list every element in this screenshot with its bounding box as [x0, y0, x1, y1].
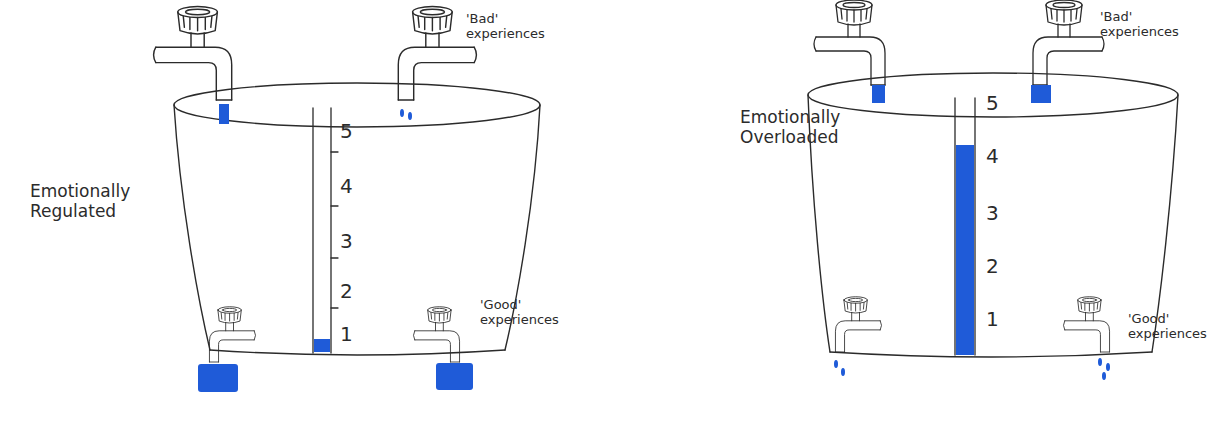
scale-number: 4	[340, 175, 364, 198]
tap-symbol	[413, 307, 459, 362]
flow-label: 'Good' experiences	[1128, 312, 1223, 342]
state-label: Emotionally Regulated	[30, 182, 148, 221]
tap-symbol	[154, 6, 232, 100]
tap-symbol	[209, 307, 255, 362]
scale-number: 2	[986, 255, 1010, 278]
scale-number: 2	[340, 280, 364, 303]
tap-symbol	[1063, 297, 1109, 352]
gauge-level	[314, 339, 330, 352]
flow-label: 'Good' experiences	[480, 298, 575, 328]
flow-label: 'Bad' experiences	[1100, 10, 1195, 40]
tap-symbol	[398, 6, 476, 100]
scale-number: 4	[986, 145, 1010, 168]
flow-label: 'Bad' experiences	[466, 12, 561, 42]
level-gauge	[313, 108, 338, 353]
scale-number: 3	[986, 202, 1010, 225]
water-flow	[834, 85, 1110, 380]
scale-number: 5	[986, 92, 1010, 115]
tap-symbol	[814, 0, 885, 85]
level-gauge	[955, 98, 975, 355]
tap-symbol	[835, 297, 881, 352]
scale-number: 5	[340, 120, 364, 143]
tap-symbol	[1033, 0, 1104, 85]
state-label: Emotionally Overloaded	[740, 108, 858, 147]
gauge-level	[956, 145, 974, 355]
scale-number: 3	[340, 230, 364, 253]
water-flow	[198, 104, 473, 392]
scale-number: 1	[986, 308, 1010, 331]
bucket-outline	[808, 73, 1178, 357]
scale-number: 1	[340, 323, 364, 346]
